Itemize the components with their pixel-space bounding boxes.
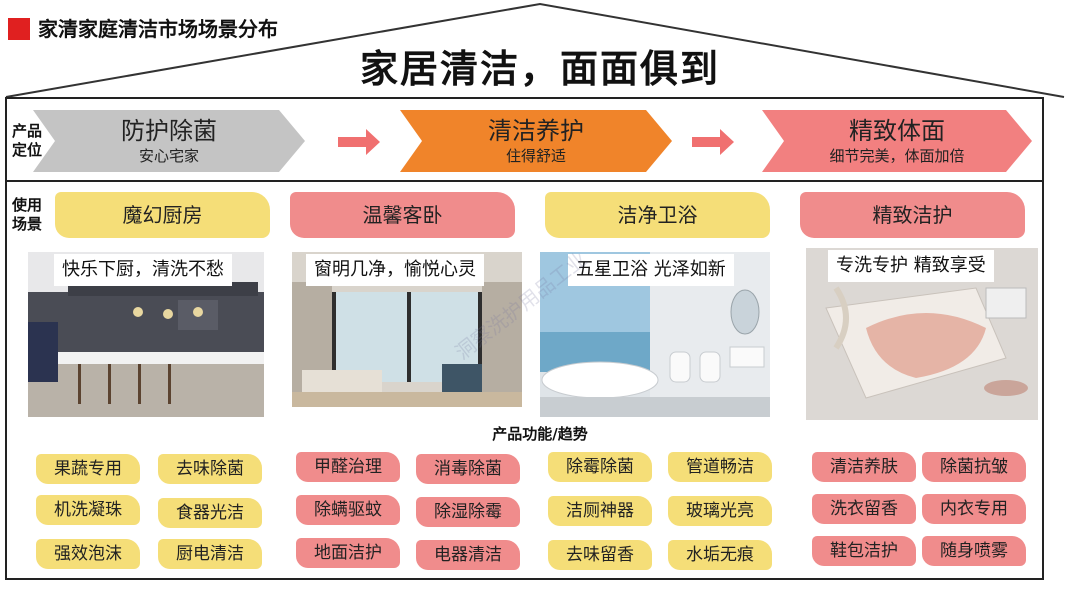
feature-tag: 去味留香 bbox=[548, 540, 652, 570]
usage-row-label: 使用 场景 bbox=[12, 196, 52, 234]
chevron-subtitle: 住得舒适 bbox=[505, 147, 566, 165]
arrow-right-icon bbox=[692, 129, 734, 155]
feature-tag: 电器清洁 bbox=[416, 540, 520, 570]
chevron-shape bbox=[762, 110, 1032, 172]
arrow-right-icon bbox=[338, 129, 380, 155]
positioning-chevron-care: 清洁养护 住得舒适 bbox=[400, 110, 672, 172]
feature-tag: 甲醛治理 bbox=[296, 452, 400, 482]
scene-label-text: 温馨客卧 bbox=[362, 203, 443, 227]
feature-tag: 除湿除霉 bbox=[416, 497, 520, 527]
chevron-shape bbox=[33, 110, 305, 172]
feature-tag: 清洁养肤 bbox=[812, 452, 916, 482]
feature-tag: 除螨驱蚊 bbox=[296, 495, 400, 525]
feature-tag: 果蔬专用 bbox=[36, 454, 140, 484]
feature-tag: 除霉除菌 bbox=[548, 452, 652, 482]
feature-tag: 食器光洁 bbox=[158, 498, 262, 528]
function-trend-title: 产品功能/趋势 bbox=[492, 425, 588, 443]
care-photo: 专洗专护 精致享受 bbox=[806, 248, 1038, 420]
feature-tag: 玻璃光亮 bbox=[668, 496, 772, 526]
scene-label-care: 精致洁护 bbox=[800, 192, 1025, 238]
scene-label-bathroom: 洁净卫浴 bbox=[545, 192, 770, 238]
positioning-label-line1: 产品 bbox=[12, 122, 43, 140]
usage-label-line2: 场景 bbox=[12, 215, 43, 233]
scene-label-text: 洁净卫浴 bbox=[617, 203, 698, 227]
bathroom-photo: 五星卫浴 光泽如新 bbox=[540, 252, 770, 417]
feature-tag: 管道畅洁 bbox=[668, 452, 772, 482]
feature-tag: 水垢无痕 bbox=[668, 540, 772, 570]
positioning-label-line2: 定位 bbox=[12, 141, 43, 159]
care-illustration bbox=[806, 248, 1038, 420]
header-accent-square bbox=[8, 18, 30, 40]
scene-label-kitchen: 魔幻厨房 bbox=[55, 192, 270, 238]
feature-tag: 消毒除菌 bbox=[416, 454, 520, 484]
chevron-subtitle: 安心宅家 bbox=[138, 147, 199, 165]
livingroom-photo: 窗明几净，愉悦心灵 bbox=[292, 252, 522, 407]
feature-tag: 除菌抗皱 bbox=[922, 452, 1026, 482]
chevron-title: 清洁养护 bbox=[488, 117, 584, 145]
feature-tag: 洁厕神器 bbox=[548, 496, 652, 526]
photo-caption: 窗明几净，愉悦心灵 bbox=[306, 254, 484, 286]
feature-tag: 随身喷雾 bbox=[922, 536, 1026, 566]
positioning-chevron-refined: 精致体面 细节完美，体面加倍 bbox=[762, 110, 1032, 172]
feature-tag: 内衣专用 bbox=[922, 494, 1026, 524]
feature-tag: 厨电清洁 bbox=[158, 539, 262, 569]
photo-caption: 专洗专护 精致享受 bbox=[828, 250, 994, 282]
chevron-title: 精致体面 bbox=[849, 117, 945, 145]
chevron-title: 防护除菌 bbox=[121, 117, 217, 145]
positioning-row-label: 产品 定位 bbox=[12, 122, 52, 160]
usage-label-line1: 使用 bbox=[12, 196, 43, 214]
feature-tag: 地面洁护 bbox=[296, 538, 400, 568]
scene-label-text: 魔幻厨房 bbox=[122, 203, 203, 227]
photo-caption: 快乐下厨，清洗不愁 bbox=[54, 254, 232, 286]
kitchen-photo: 快乐下厨，清洗不愁 bbox=[28, 252, 264, 417]
feature-tag: 洗衣留香 bbox=[812, 494, 916, 524]
main-headline: 家居清洁，面面俱到 bbox=[359, 47, 720, 91]
scene-label-text: 精致洁护 bbox=[872, 203, 953, 227]
feature-tag: 强效泡沫 bbox=[36, 539, 140, 569]
chevron-subtitle: 细节完美，体面加倍 bbox=[829, 147, 965, 165]
positioning-chevron-protect: 防护除菌 安心宅家 bbox=[33, 110, 305, 172]
feature-tag: 鞋包洁护 bbox=[812, 536, 916, 566]
house-frame bbox=[5, 97, 1044, 580]
photo-caption: 五星卫浴 光泽如新 bbox=[568, 254, 734, 286]
chevron-shape bbox=[400, 110, 672, 172]
row-divider bbox=[5, 180, 1044, 182]
feature-tag: 机洗凝珠 bbox=[36, 495, 140, 525]
feature-tag: 去味除菌 bbox=[158, 454, 262, 484]
roof-outline bbox=[5, 2, 1065, 98]
slide-title: 家清家庭清洁市场场景分布 bbox=[38, 17, 278, 41]
scene-label-bedroom: 温馨客卧 bbox=[290, 192, 515, 238]
